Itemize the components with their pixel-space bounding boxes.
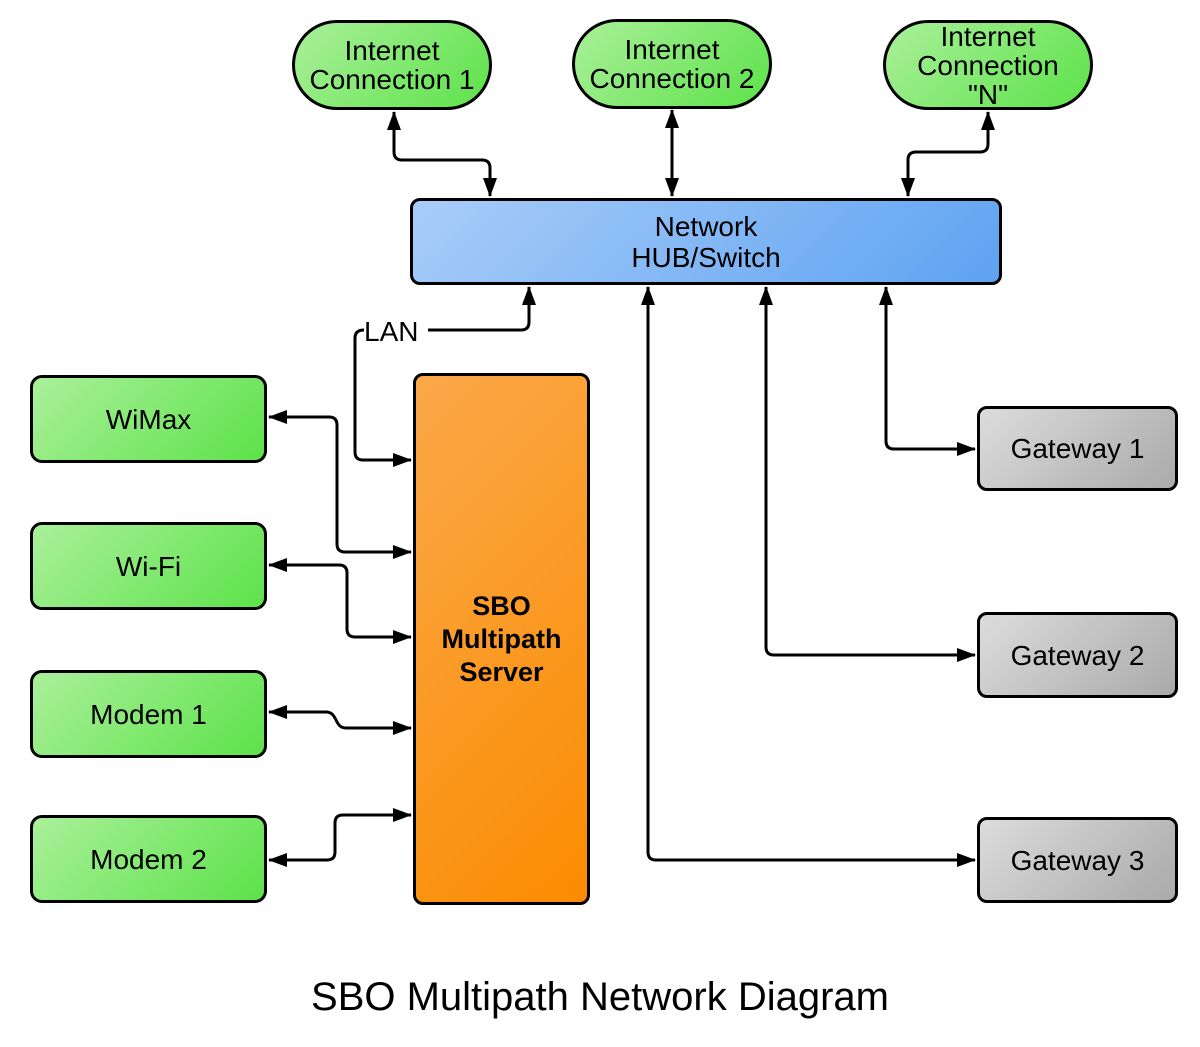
connector-internet1-hub bbox=[387, 111, 497, 197]
diagram-title: SBO Multipath Network Diagram bbox=[311, 975, 889, 1019]
node-wifi: Wi-Fi bbox=[30, 522, 267, 610]
node-gateway-2: Gateway 2 bbox=[977, 612, 1178, 698]
connector-hub-gateway3 bbox=[641, 286, 976, 867]
connector-wimax-server bbox=[268, 410, 412, 559]
node-network-hub-switch: Network HUB/Switch bbox=[410, 198, 1002, 285]
connector-hub-lan-left bbox=[428, 286, 536, 332]
connector-hub-gateway1 bbox=[879, 286, 976, 456]
connector-lan-server bbox=[353, 328, 412, 467]
node-modem-1: Modem 1 bbox=[30, 670, 267, 758]
node-wimax: WiMax bbox=[30, 375, 267, 463]
connector-modem2-server bbox=[268, 808, 412, 867]
node-gateway-1: Gateway 1 bbox=[977, 406, 1178, 491]
connector-modem1-server bbox=[268, 705, 412, 735]
node-internet-connection-n: Internet Connection "N" bbox=[883, 20, 1093, 110]
lan-edge-label: LAN bbox=[364, 316, 419, 348]
connector-internetN-hub bbox=[901, 111, 995, 197]
node-internet-connection-2: Internet Connection 2 bbox=[572, 19, 772, 109]
node-internet-connection-1: Internet Connection 1 bbox=[292, 20, 492, 110]
node-sbo-multipath-server: SBO Multipath Server bbox=[413, 373, 590, 905]
node-gateway-3: Gateway 3 bbox=[977, 817, 1178, 903]
connector-wifi-server bbox=[268, 558, 412, 644]
connector-hub-gateway2 bbox=[759, 286, 976, 662]
node-modem-2: Modem 2 bbox=[30, 815, 267, 903]
